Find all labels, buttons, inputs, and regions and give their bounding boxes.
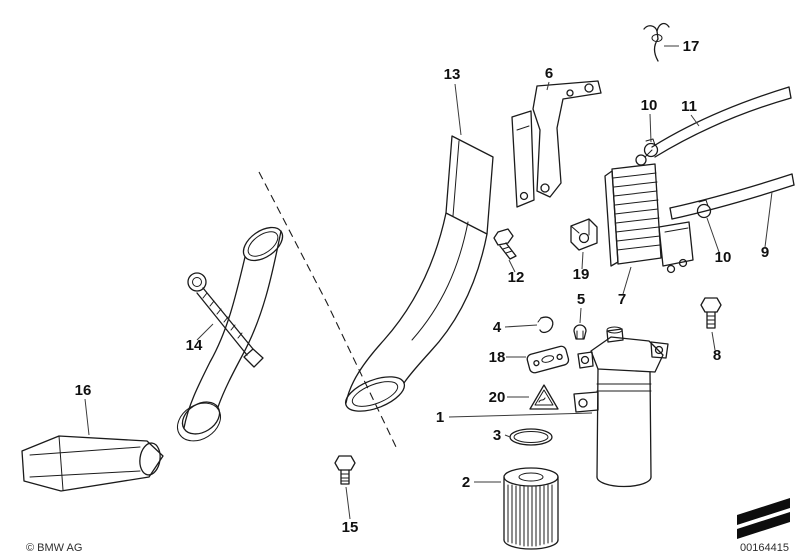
part-10-clamp-upper-drawing: [643, 138, 659, 158]
leader-6: [546, 81, 550, 91]
callout-11[interactable]: 11: [681, 98, 697, 115]
part-12-screw-drawing: [493, 228, 517, 260]
callout-10-upper[interactable]: 10: [641, 97, 658, 114]
part-15-bolt-drawing: [334, 455, 356, 485]
leader-11: [690, 114, 700, 127]
intake-elbow-pipe-drawing: [177, 226, 284, 442]
callout-8[interactable]: 8: [713, 347, 721, 364]
part-20-warning-triangle-drawing: [529, 384, 559, 410]
callout-9[interactable]: 9: [761, 244, 769, 261]
leader-3: [504, 434, 511, 438]
part-19-sensor-drawing: [570, 218, 598, 251]
part-6-bracket-drawing: [511, 80, 602, 208]
callout-20[interactable]: 20: [489, 389, 506, 406]
callout-17[interactable]: 17: [683, 38, 700, 55]
bmw-parts-catalog-logo-icon: [737, 498, 790, 539]
callout-3[interactable]: 3: [493, 427, 501, 444]
callout-2[interactable]: 2: [462, 474, 470, 491]
leader-lines: [84, 45, 773, 520]
callout-1[interactable]: 1: [436, 409, 444, 426]
part-11-hose-drawing: [651, 86, 792, 158]
copyright-text: © BMW AG: [26, 542, 82, 554]
leader-7: [622, 266, 632, 295]
callout-7[interactable]: 7: [618, 291, 626, 308]
callout-16[interactable]: 16: [75, 382, 92, 399]
part-4-clip-drawing: [537, 316, 554, 334]
part-3-o-ring-drawing: [509, 428, 553, 446]
part-10-clamp-right-drawing: [696, 199, 712, 219]
part-2-filter-element-drawing: [503, 467, 559, 550]
leader-19: [581, 251, 584, 270]
part-14-bracket-drawing: [187, 272, 264, 368]
leader-13: [454, 83, 462, 136]
leader-1: [448, 412, 593, 418]
callout-19[interactable]: 19: [573, 266, 590, 283]
callout-6[interactable]: 6: [545, 65, 553, 82]
leader-14: [196, 323, 214, 341]
leader-4: [504, 324, 538, 328]
callout-18[interactable]: 18: [489, 349, 506, 366]
callout-13[interactable]: 13: [444, 66, 461, 83]
separation-dashed-line: [258, 171, 398, 450]
part-9-hose-drawing: [669, 173, 795, 220]
part-17-clip-drawing: [643, 22, 670, 62]
part-13-intake-duct-drawing: [344, 135, 494, 412]
callouts: 13 6 17 10 11 9 10 7 12 19 5 8 4 18 20 1…: [75, 38, 770, 536]
part-7-heating-element-drawing: [604, 149, 694, 274]
leader-16: [84, 398, 90, 436]
leader-9: [764, 191, 773, 248]
part-8-bolt-drawing: [700, 297, 722, 329]
callout-12[interactable]: 12: [508, 269, 525, 286]
part-16-air-duct-drawing: [21, 435, 164, 492]
callout-5[interactable]: 5: [577, 291, 585, 308]
callout-14[interactable]: 14: [186, 337, 203, 354]
callout-10-right[interactable]: 10: [715, 249, 732, 266]
footer: © BMW AG 00164415: [26, 498, 790, 554]
leader-8: [711, 331, 716, 351]
image-number-text: 00164415: [740, 542, 789, 554]
leader-5: [579, 307, 582, 324]
part-1-filter-assembly-drawing: [573, 326, 669, 488]
part-18-gasket-drawing: [526, 345, 570, 374]
leader-10-right: [706, 217, 720, 253]
part-5-nut-drawing: [573, 324, 587, 340]
leader-12: [508, 259, 516, 273]
leader-15: [345, 486, 351, 520]
leader-10-upper: [649, 113, 652, 143]
callout-4[interactable]: 4: [493, 319, 502, 336]
callout-15[interactable]: 15: [342, 519, 359, 536]
